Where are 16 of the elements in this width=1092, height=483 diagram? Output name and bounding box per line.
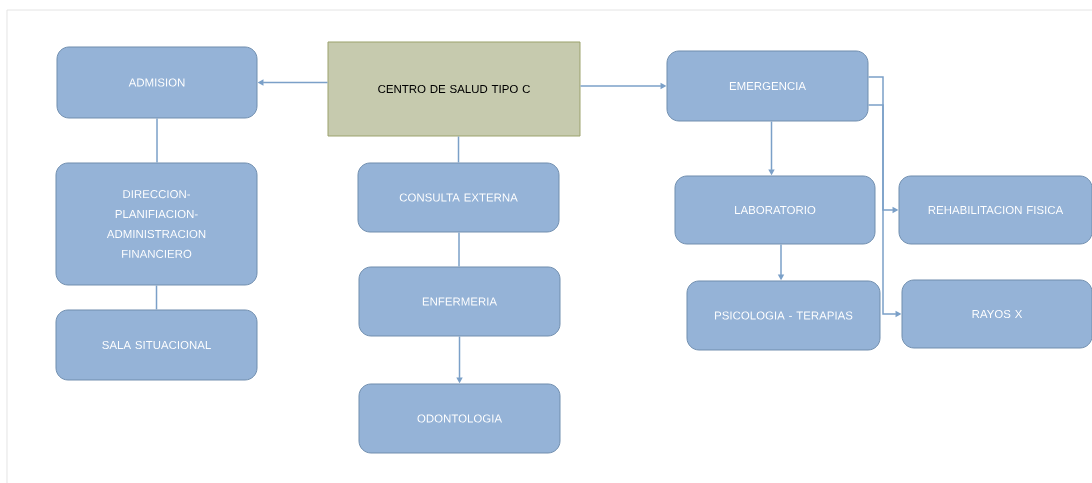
- main-box: CENTRO DE SALUD TIPO C: [327, 41, 581, 137]
- connector-line: [155, 284, 158, 311]
- process-box: REHABILITACION FISICA: [898, 175, 1092, 245]
- process-box: EMERGENCIA: [666, 50, 869, 122]
- connector-line: [458, 231, 460, 268]
- process-box: ADMISION: [56, 46, 258, 119]
- process-box: ENFERMERIA: [358, 266, 561, 337]
- process-box: LABORATORIO: [674, 175, 876, 245]
- process-box: PSICOLOGIA - TERAPIAS: [686, 280, 881, 351]
- process-box: ODONTOLOGIA: [358, 383, 561, 454]
- process-box: RAYOS X: [901, 279, 1092, 349]
- connector-line: [457, 135, 460, 164]
- process-box: DIRECCION- PLANIFIACION- ADMINISTRACION FINANCIERO: [55, 162, 258, 286]
- connector-line: [156, 117, 158, 164]
- process-box: SALA SITUACIONAL: [55, 309, 258, 381]
- process-box: CONSULTA EXTERNA: [357, 162, 560, 233]
